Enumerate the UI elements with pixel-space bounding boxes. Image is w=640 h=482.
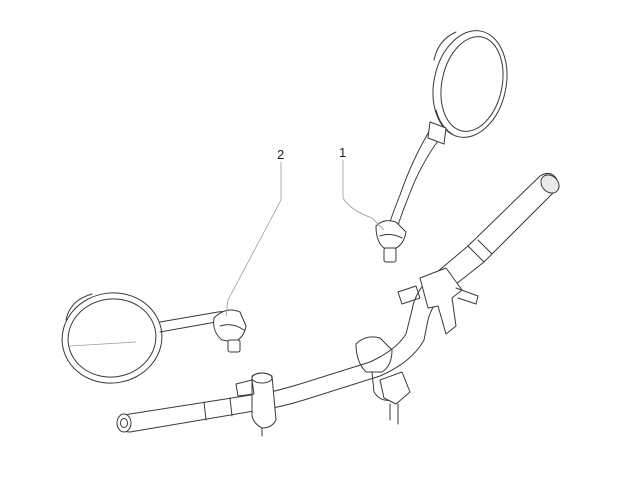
leader-line-1 (342, 160, 385, 231)
callout-1: 1 (339, 145, 385, 231)
right-mirror[interactable] (375, 24, 516, 263)
callout-label-1: 1 (339, 145, 346, 160)
left-mirror[interactable] (56, 286, 247, 389)
leader-line-2 (225, 162, 282, 317)
callout-label-2: 2 (277, 147, 284, 162)
handlebar[interactable] (116, 171, 563, 437)
callout-2: 2 (69, 147, 284, 347)
